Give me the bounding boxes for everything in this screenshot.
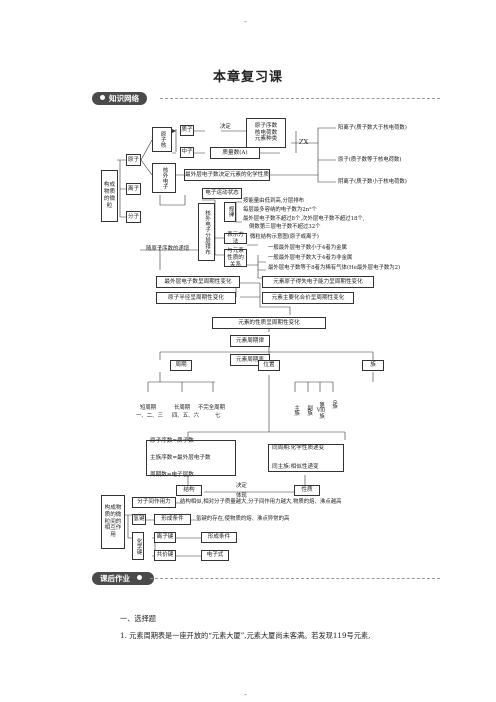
incomplete-period: 不完全周期 bbox=[198, 405, 225, 411]
bullet-dot-icon bbox=[100, 95, 105, 100]
struct-rule-2: 主族序数=最外层电子数 bbox=[150, 454, 211, 461]
node-representation: 表示方法 bbox=[224, 232, 247, 245]
section-knowledge-label: 知识网络 bbox=[109, 94, 139, 103]
group-0: 0族 bbox=[331, 400, 338, 409]
node-relation: 与元素性质的关系 bbox=[224, 248, 247, 268]
node-motion: 电子运动状态 bbox=[202, 188, 242, 199]
node-trends: 同周期:化学性质递变 同主族:相似性递变 bbox=[268, 444, 344, 472]
representation-result: 微粒结构示意图(原子或离子) bbox=[250, 234, 319, 240]
label-reflect: 体现 bbox=[236, 493, 247, 499]
node-period: 周期 bbox=[170, 360, 192, 371]
node-outer-decides: 最外层电子数决定元素的化学性质 bbox=[184, 169, 270, 181]
label-decide2: 决定 bbox=[236, 483, 247, 489]
struct-rule-3: 周期数=电子层数 bbox=[150, 471, 194, 478]
node-mass-number: 质量数(A) bbox=[210, 147, 260, 159]
node-nucleus-info: 原子序数 核电荷数 元素种类 bbox=[246, 118, 286, 148]
section-knowledge-badge: 知识网络 bbox=[92, 92, 147, 105]
exercise-q1: 1. 元素周期表是一座开放的“元素大厦”,元素大厦尚未客满。若发现119号元素, bbox=[120, 631, 371, 640]
node-nuclide: ZX bbox=[299, 138, 309, 146]
node-formation: 形成条件 bbox=[154, 514, 191, 525]
section-homework-label: 课后作业 bbox=[100, 574, 130, 583]
trend-1: 同周期:化学性质递变 bbox=[272, 444, 325, 451]
long-period: 长周期 bbox=[174, 405, 191, 411]
node-periodic-metal: 元素原子得失电子能力呈周期性变化 bbox=[262, 276, 374, 288]
label-with-increase: 随原子序数的递增 bbox=[146, 246, 190, 252]
rule-2: 每层最多容纳的电子数为2n²个 bbox=[243, 207, 317, 213]
node-covalent-bond: 共价键 bbox=[154, 550, 176, 561]
node-anion: 阴离子(质子数小于核电荷数) bbox=[338, 179, 407, 185]
node-nucleus: 原子核 bbox=[152, 127, 172, 152]
node-structure: 结构 bbox=[176, 485, 202, 496]
rule-3: 最外层电子数不超过8个,次外层电子数不超过18个, bbox=[243, 216, 365, 222]
node-extranuclear: 核外电子 bbox=[152, 163, 176, 193]
node-atom: 原子 bbox=[126, 154, 141, 166]
relation-3: 最外层电子数等于8者为稀有气体(He最外层电子数为2) bbox=[268, 265, 401, 271]
node-periodic-law: 元素周期律 bbox=[230, 335, 270, 347]
trend-2: 同主族:相似性递变 bbox=[272, 463, 319, 470]
node-atom-right: 原子(质子数等于核电荷数) bbox=[338, 157, 402, 163]
node-periodic-radius: 原子半径呈周期性变化 bbox=[156, 292, 236, 304]
long-period-sub: 四、五、六 bbox=[172, 413, 199, 419]
short-period-sub: 一、二、三 bbox=[136, 413, 163, 419]
node-periodic-outer: 最外层电子数呈周期性变化 bbox=[156, 276, 240, 288]
node-hydrogen-bond: 氢键 bbox=[132, 514, 146, 525]
group-8: 第Ⅷ族 bbox=[318, 402, 325, 419]
label-decides: 决定 bbox=[220, 124, 231, 130]
node-cation: 阳离子(质子数大于核电荷数) bbox=[338, 125, 407, 131]
relation-2: 一般最外层电子数大于4者为非金属 bbox=[268, 255, 353, 261]
node-periodic-valence: 元素主要化合价呈周期性变化 bbox=[262, 292, 354, 304]
section-homework-badge: 课后作业 bbox=[92, 572, 154, 585]
intermolecular-result: 结构相似,相对分子质量越大,分子间作用力越大,物质的熔、沸点越高 bbox=[180, 499, 342, 505]
bullet-dot-icon bbox=[136, 575, 142, 580]
node-matter-interactions: 构成物质的微粒间的相互作用 bbox=[101, 495, 125, 549]
node-struct-rules: 原子序数=质子数 主族序数=最外层电子数 周期数=电子层数 bbox=[146, 438, 236, 478]
struct-rule-1: 原子序数=质子数 bbox=[150, 438, 194, 445]
page-title: 本章复习课 bbox=[212, 70, 283, 85]
node-formation-2: 形成条件 bbox=[201, 532, 237, 543]
hydrogen-bond-result: 氢键的存在,使物质的熔、沸点异常的高 bbox=[196, 516, 290, 522]
rule-3b: 倒数第三层电子数不超过32个 bbox=[249, 224, 321, 230]
short-period: 短周期 bbox=[140, 405, 157, 411]
page-mark-top: - bbox=[244, 17, 247, 26]
node-chemical-bond: 化学键 bbox=[132, 532, 144, 560]
page-mark-bottom: - bbox=[244, 690, 247, 699]
node-intermolecular: 分子间作用力 bbox=[132, 497, 176, 508]
node-neutron: 中子 bbox=[180, 147, 194, 158]
exercise-heading: 一、选择题 bbox=[120, 614, 156, 623]
node-electron-formula: 电子式 bbox=[201, 550, 229, 561]
main-group: 主族 bbox=[293, 405, 300, 416]
rule-1: 按能量由低到高,分层排布 bbox=[243, 198, 305, 204]
section-rule-2 bbox=[150, 578, 440, 579]
node-group: 族 bbox=[362, 360, 384, 371]
node-layer: 核外电子分层排布 bbox=[198, 203, 215, 261]
node-periodic-property: 元素的性质呈周期性变化 bbox=[212, 317, 326, 329]
node-ion: 离子 bbox=[126, 183, 141, 195]
node-molecule: 分子 bbox=[126, 211, 141, 223]
node-matter-particles: 构成物质的微粒 bbox=[101, 170, 118, 222]
node-property: 性质 bbox=[294, 485, 320, 496]
relation-1: 一般最外层电子数小于4者为金属 bbox=[268, 245, 347, 251]
section-rule bbox=[160, 98, 440, 99]
incomplete-period-sub: 七 bbox=[215, 413, 221, 419]
node-ionic-bond: 离子键 bbox=[154, 532, 176, 543]
node-proton: 质子 bbox=[180, 125, 194, 136]
node-rule: 规律 bbox=[224, 202, 236, 222]
node-position: 位置 bbox=[258, 360, 280, 371]
sub-group: 副族 bbox=[306, 405, 313, 416]
